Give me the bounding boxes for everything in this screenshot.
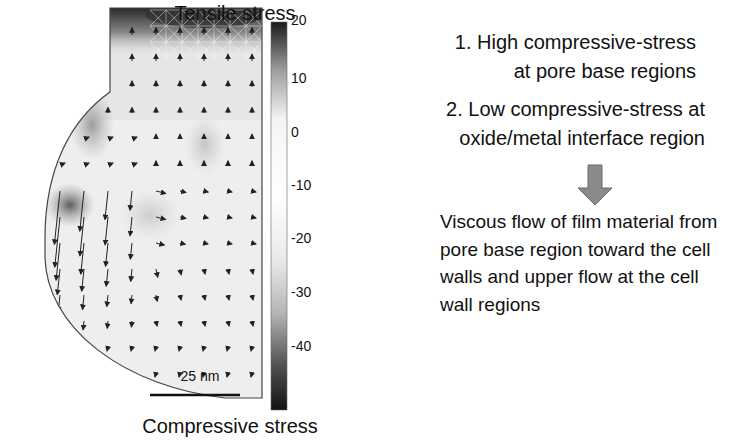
- flow-arrow: [578, 165, 612, 205]
- axis-title: Tensile stress: [160, 0, 310, 28]
- tick-value: -40: [291, 338, 331, 355]
- axis-title: Compressive stress: [130, 411, 330, 440]
- conclusion-text: Viscous flow of film material from pore …: [440, 208, 732, 318]
- tick-value: -20: [291, 230, 331, 247]
- scale-label: 25 nm: [160, 368, 240, 385]
- cell-outline: [45, 8, 262, 398]
- tick-value: 0: [291, 124, 331, 141]
- tick-value: -30: [291, 284, 331, 301]
- tick-value: -10: [291, 177, 331, 194]
- color-bar: [271, 22, 287, 410]
- tick-value: 10: [291, 70, 331, 87]
- note-text: 1. High compressive-stress at pore base …: [438, 28, 696, 86]
- scale-bar: [150, 394, 240, 397]
- tick-value: 20: [291, 12, 331, 29]
- stress-field: [40, 0, 270, 410]
- note-text: 2. Low compressive-stress at oxide/metal…: [420, 95, 705, 153]
